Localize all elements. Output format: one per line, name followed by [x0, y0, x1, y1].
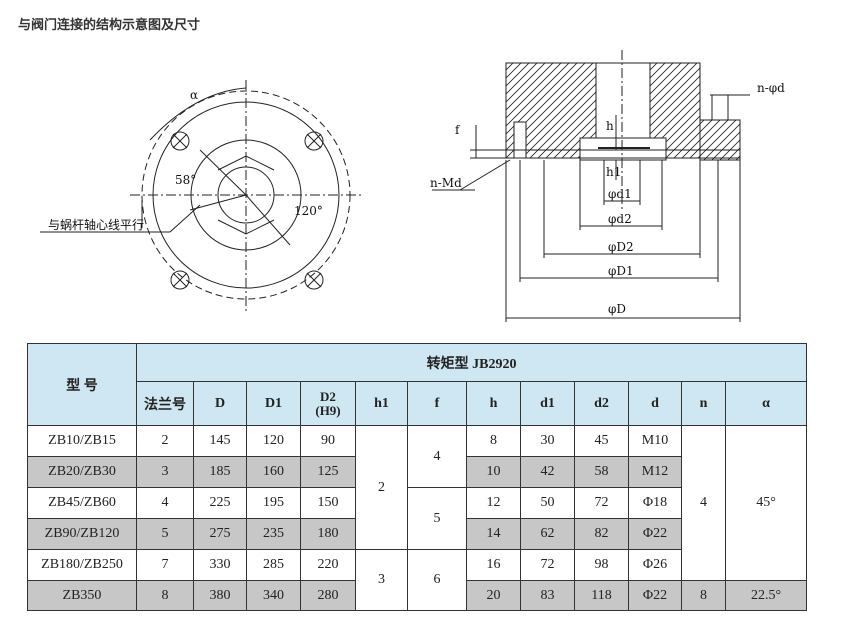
phi-big-d1-label: φD1 — [608, 264, 634, 278]
h1-cell: 2 — [355, 425, 408, 550]
parallel-note: 与蜗杆轴心线平行 — [48, 217, 144, 232]
flange-structure-drawing: α 58° 120° 与蜗杆轴心线平行 — [40, 50, 785, 322]
h-label: h — [606, 119, 614, 133]
col-d: d — [628, 381, 682, 426]
col-f: f — [407, 381, 467, 426]
angle-120-label: 120° — [294, 204, 323, 218]
plan-view — [40, 80, 362, 312]
page-title: 与阀门连接的结构示意图及尺寸 — [18, 18, 201, 33]
table-row: ZB20/ZB30 3 185 160 125 10 42 58 M12 — [27, 456, 807, 488]
col-d2: d2 — [574, 381, 629, 426]
col-flange: 法兰号 — [136, 381, 194, 426]
table-row: ZB10/ZB15 2 145 120 90 2 4 8 30 45 M10 4… — [27, 425, 808, 581]
f-label: f — [455, 123, 461, 137]
col-d-big: D — [193, 381, 247, 426]
table-row: ZB90/ZB120 5 275 235 180 14 62 82 Φ22 — [27, 518, 807, 550]
col-d1: d1 — [520, 381, 575, 426]
f-cell: 6 — [407, 549, 467, 611]
table-row: ZB45/ZB60 4 225 195 150 5 12 50 72 Φ18 — [27, 487, 807, 550]
alpha-cell: 45° — [724, 425, 808, 581]
section-view — [432, 50, 750, 322]
f-cell: 4 — [407, 425, 467, 488]
col-n: n — [681, 381, 726, 426]
phi-big-d2-label: φD2 — [608, 240, 634, 254]
col-d2-big: D2(H9) — [300, 381, 356, 426]
group-header: 转矩型 JB2920 — [135, 343, 808, 382]
h1-label: h1 — [606, 165, 621, 179]
flange-spec-table: 型 号 转矩型 JB2920 法兰号 D D1 D2(H9) h1 f h d1… — [27, 343, 808, 611]
phi-big-d-label: φD — [608, 302, 626, 316]
table-row: ZB180/ZB250 7 330 285 220 3 6 16 72 98 Φ… — [27, 549, 807, 611]
model-header: 型 号 — [27, 343, 137, 426]
col-alpha: α — [724, 381, 808, 426]
phi-d2-label: φd2 — [608, 212, 632, 226]
col-h: h — [466, 381, 521, 426]
angle-58-label: 58° — [175, 173, 196, 187]
phi-d1-label: φd1 — [608, 187, 632, 201]
n-cell: 4 — [681, 425, 726, 581]
table-row: ZB350 8 380 340 280 20 83 118 Φ22 8 22.5… — [27, 580, 808, 611]
f-cell: 5 — [407, 487, 467, 550]
h1-cell: 3 — [355, 549, 408, 611]
bolt-holes — [170, 131, 324, 290]
col-d1-big: D1 — [246, 381, 301, 426]
alpha-label: α — [190, 88, 198, 102]
n-md-label: n-Md — [430, 176, 462, 190]
col-h1: h1 — [355, 381, 408, 426]
n-phi-d-label: n-φd — [757, 81, 785, 95]
